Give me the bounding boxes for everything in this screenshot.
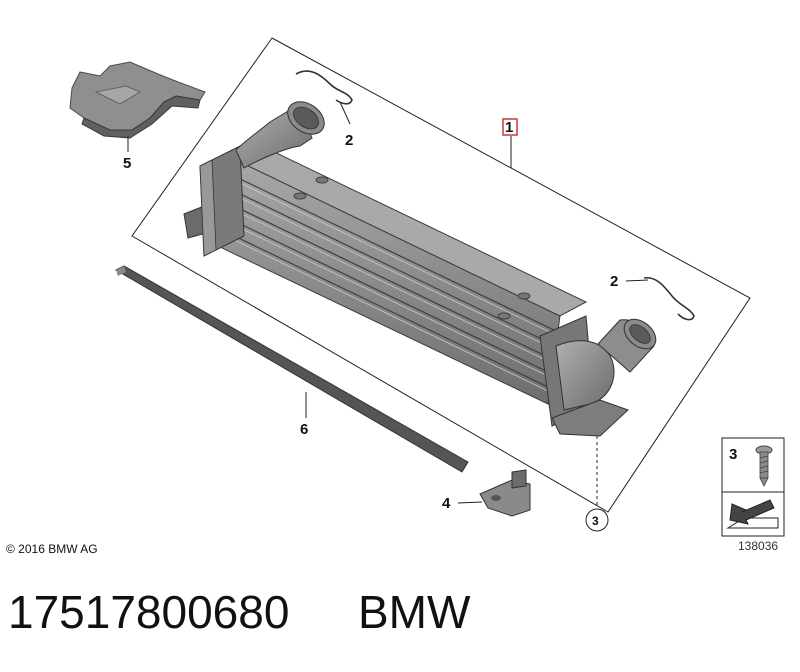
- arrow-icon: [726, 499, 779, 529]
- callout-clip-right: 2: [610, 273, 618, 290]
- legend-box: [721, 437, 785, 537]
- cover-part-5: [69, 61, 206, 152]
- diagram-id: 138036: [738, 539, 779, 553]
- clip-right-part-2: [643, 276, 695, 321]
- screw-icon: [755, 445, 773, 487]
- leader-clip-top: [339, 101, 351, 125]
- screw-callout-circle: [585, 508, 609, 532]
- part-1-highlight-box: [502, 118, 518, 136]
- callout-screw-circle: 3: [592, 514, 599, 528]
- clip-top-part-2: [295, 70, 353, 105]
- callout-legend-screw: 3: [729, 446, 737, 463]
- part-number: 17517800680: [8, 586, 290, 638]
- assembly-frame: [131, 37, 751, 513]
- bracket-part-4: [479, 469, 531, 517]
- callout-part-1: 1: [505, 119, 513, 136]
- copyright-text: © 2016 BMW AG: [6, 542, 98, 556]
- leader-part-4: [457, 501, 483, 504]
- callout-seal: 6: [300, 421, 308, 438]
- callout-cover: 5: [123, 155, 131, 172]
- seal-part-6: [114, 265, 469, 473]
- callout-bracket: 4: [442, 495, 451, 512]
- brand-name: BMW: [358, 586, 471, 638]
- leader-clip-right: [625, 279, 649, 282]
- callout-clip-top: 2: [345, 132, 353, 149]
- intercooler-part-1: [183, 101, 657, 437]
